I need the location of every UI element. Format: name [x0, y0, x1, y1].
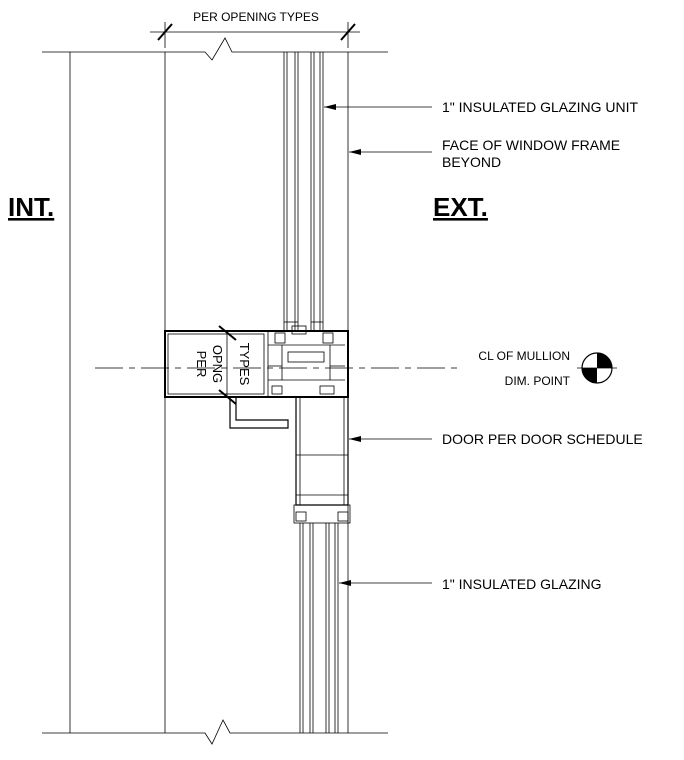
wall-lines — [69, 52, 349, 733]
centerline-target-icon — [577, 352, 617, 384]
rotated-note: PER OPNG TYPES — [194, 325, 252, 405]
mullion-frame — [164, 325, 349, 398]
door-stop — [229, 397, 289, 429]
callout-glazing-unit: 1" INSULATED GLAZING UNIT — [442, 99, 639, 115]
leader-glazing — [339, 580, 432, 586]
exterior-label: EXT. — [433, 192, 488, 222]
rotated-note-line1: PER — [194, 351, 209, 378]
callout-window-frame-line2: BEYOND — [442, 154, 501, 170]
rotated-note-line2: OPNG — [210, 345, 225, 383]
dimension-label: PER OPENING TYPES — [193, 10, 319, 24]
callout-door: DOOR PER DOOR SCHEDULE — [442, 431, 643, 447]
dimension-line: PER OPENING TYPES — [150, 10, 360, 48]
callout-window-frame-line1: FACE OF WINDOW FRAME — [442, 137, 620, 153]
callout-mullion-line2: DIM. POINT — [505, 374, 571, 388]
interior-label: INT. — [8, 192, 54, 222]
leader-window-frame — [349, 149, 432, 155]
bottom-break-line — [42, 719, 388, 745]
top-break-line — [42, 37, 388, 61]
callout-mullion-line1: CL OF MULLION — [478, 349, 570, 363]
lower-glazing — [299, 523, 339, 733]
door-section — [293, 398, 351, 524]
callout-glazing: 1" INSULATED GLAZING — [442, 576, 602, 592]
leader-door — [349, 436, 432, 442]
leader-glazing-unit — [324, 104, 432, 110]
upper-glazing-unit — [283, 52, 324, 330]
rotated-note-line3: TYPES — [237, 343, 252, 386]
